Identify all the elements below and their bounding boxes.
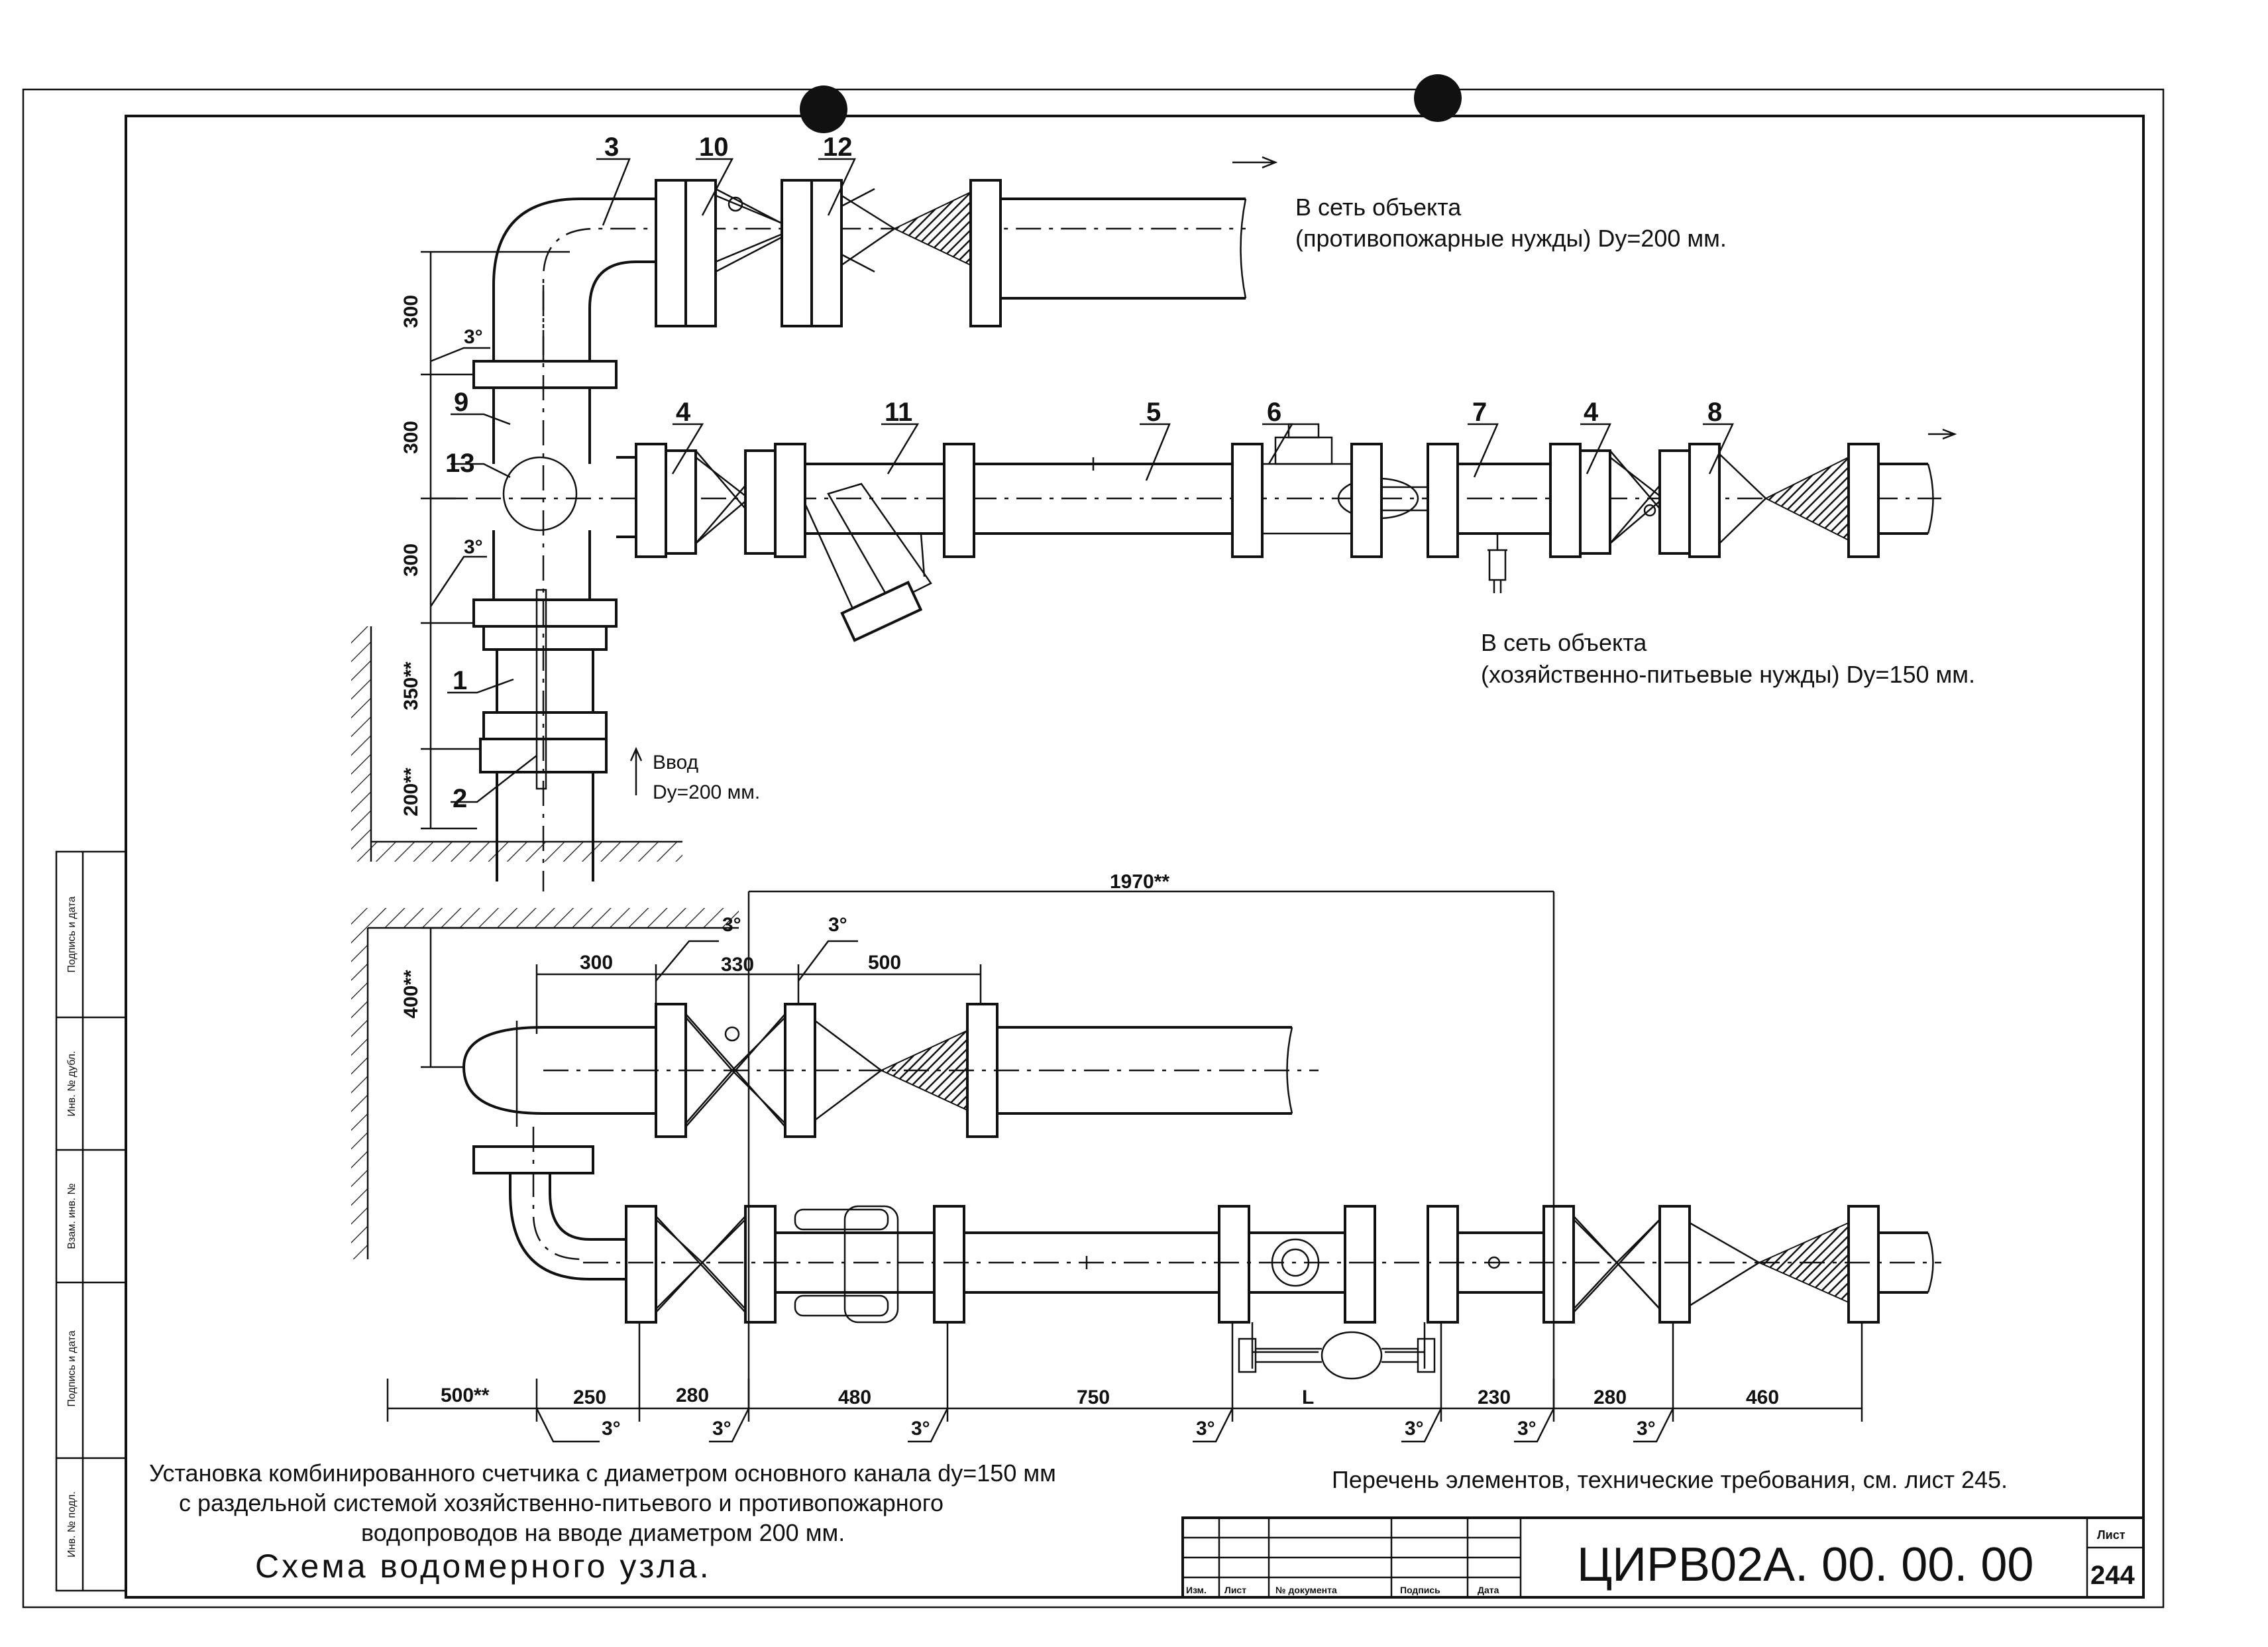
callout-6: 6 bbox=[1267, 398, 1281, 427]
vertical-dimensions: 300 300 300 350** 200** 3° 3° bbox=[400, 251, 570, 830]
callout-5: 5 bbox=[1146, 398, 1161, 427]
potable-main-line bbox=[431, 423, 1941, 642]
dim-b-480: 480 bbox=[838, 1387, 871, 1408]
title-block: Изм. Лист № документа Подпись Дата ЦИРВ0… bbox=[1181, 1516, 2145, 1599]
angle-b-7: 3° bbox=[1637, 1418, 1656, 1440]
dim-b-230: 230 bbox=[1478, 1387, 1511, 1408]
sheet-frame bbox=[22, 88, 2165, 1609]
callout-12: 12 bbox=[823, 133, 853, 162]
binder-holes bbox=[800, 74, 1462, 133]
dim-330: 330 bbox=[721, 954, 754, 976]
wall-hatch bbox=[351, 626, 682, 862]
dim-200: 200** bbox=[400, 767, 422, 817]
tb-col-list: Лист bbox=[1224, 1585, 1246, 1595]
tb-sheet-label: Лист bbox=[2097, 1528, 2126, 1542]
document-designation: ЦИРВ02А. 00. 00. 00 bbox=[1577, 1538, 2033, 1591]
angle-b-6: 3° bbox=[1517, 1418, 1537, 1440]
angle-b-5: 3° bbox=[1405, 1418, 1424, 1440]
dim-500: 500 bbox=[868, 952, 901, 974]
dim-b-750: 750 bbox=[1077, 1387, 1110, 1408]
dim-300-a: 300 bbox=[400, 295, 422, 328]
inlet-note-line2: Dy=200 мм. bbox=[653, 781, 760, 803]
angle-label-b: 3° bbox=[828, 914, 847, 936]
dim-b-280-a: 280 bbox=[676, 1385, 709, 1406]
drawing-caption: Установка комбинированного счетчика с ди… bbox=[149, 1459, 2008, 1585]
bottom-dimensions: 1970** 400** 300 330 500 3° 3° 500** 250… bbox=[386, 871, 1863, 1443]
fire-note-line2: (противопожарные нужды) Dy=200 мм. bbox=[1295, 225, 1727, 252]
callout-10: 10 bbox=[699, 133, 729, 162]
tb-col-izm: Изм. bbox=[1186, 1585, 1207, 1595]
fire-note-line1: В сеть объекта bbox=[1295, 194, 1462, 221]
callout-3: 3 bbox=[604, 133, 619, 162]
callout-2: 2 bbox=[453, 784, 467, 813]
dim-b-L: L bbox=[1302, 1387, 1314, 1408]
bottom-main-line bbox=[472, 1127, 1941, 1380]
dim-b-280-b: 280 bbox=[1593, 1387, 1627, 1408]
dim-350: 350** bbox=[400, 661, 422, 710]
flow-notes: В сеть объекта (противопожарные нужды) D… bbox=[629, 156, 1975, 803]
dim-b-250: 250 bbox=[573, 1387, 606, 1408]
inlet-note-line1: Ввод bbox=[653, 752, 698, 773]
top-plan-view: 3 10 12 4 11 5 6 7 4 8 9 13 1 2 300 300 … bbox=[351, 133, 1975, 891]
sheet-number: 244 bbox=[2090, 1561, 2135, 1590]
tb-col-sign: Подпись bbox=[1400, 1585, 1440, 1595]
tb-col-doc: № документа bbox=[1275, 1585, 1337, 1595]
drawing-title: Схема водомерного узла. bbox=[255, 1548, 712, 1585]
dim-400: 400** bbox=[400, 970, 422, 1019]
angle-label-2: 3° bbox=[464, 536, 483, 558]
bottom-elevation-view: 1970** 400** 300 330 500 3° 3° 500** 250… bbox=[351, 871, 1941, 1443]
callout-9: 9 bbox=[454, 388, 468, 417]
dim-300-c: 300 bbox=[400, 543, 422, 577]
fire-line-valve bbox=[655, 179, 1247, 327]
caption-line-1: Установка комбинированного счетчика с ди… bbox=[149, 1459, 1056, 1487]
angle-b-4: 3° bbox=[1196, 1418, 1215, 1440]
dim-overall-1970: 1970** bbox=[1110, 871, 1169, 893]
tb-col-date: Дата bbox=[1478, 1585, 1499, 1595]
angle-label-a: 3° bbox=[722, 914, 741, 936]
angle-b-3: 3° bbox=[911, 1418, 930, 1440]
potable-note-line1: В сеть объекта bbox=[1481, 629, 1647, 656]
vertical-riser bbox=[472, 285, 618, 891]
reference-note: Перечень элементов, технические требован… bbox=[1332, 1466, 2008, 1493]
angle-b-2: 3° bbox=[712, 1418, 731, 1440]
stamp-dup-inv: Инв. № дубл. bbox=[66, 1051, 78, 1116]
dim-300-b: 300 bbox=[400, 421, 422, 454]
caption-line-3: водопроводов на вводе диаметром 200 мм. bbox=[361, 1519, 845, 1546]
potable-note-line2: (хозяйственно-питьевые нужды) Dy=150 мм. bbox=[1481, 661, 1975, 688]
side-stamp: Подпись и дата Инв. № дубл. Взам. инв. №… bbox=[55, 850, 127, 1592]
stamp-orig-inv: Инв. № подл. bbox=[66, 1491, 78, 1558]
dim-b-460: 460 bbox=[1746, 1387, 1779, 1408]
caption-line-2: с раздельной системой хозяйственно-питье… bbox=[179, 1489, 944, 1516]
callout-4-right: 4 bbox=[1584, 398, 1599, 427]
callout-1: 1 bbox=[453, 666, 467, 695]
callout-7: 7 bbox=[1472, 398, 1487, 427]
fire-branch-elbow bbox=[492, 198, 1246, 361]
ceiling-hatch bbox=[351, 908, 739, 1259]
callout-8: 8 bbox=[1707, 398, 1722, 427]
stamp-replace-inv: Взам. инв. № bbox=[66, 1183, 78, 1249]
stamp-sign-date-1: Подпись и дата bbox=[66, 896, 78, 972]
stamp-sign-date-2: Подпись и дата bbox=[66, 1330, 78, 1406]
bottom-fire-line bbox=[462, 1003, 1319, 1138]
angle-b-1: 3° bbox=[602, 1418, 621, 1440]
callout-11: 11 bbox=[885, 398, 912, 427]
dim-300: 300 bbox=[580, 952, 613, 974]
dim-b-500: 500** bbox=[441, 1385, 490, 1406]
callout-13: 13 bbox=[445, 449, 475, 478]
item-callouts: 3 10 12 4 11 5 6 7 4 8 9 13 1 2 bbox=[445, 133, 1734, 813]
angle-label-1: 3° bbox=[464, 326, 483, 348]
callout-4-left: 4 bbox=[676, 398, 691, 427]
